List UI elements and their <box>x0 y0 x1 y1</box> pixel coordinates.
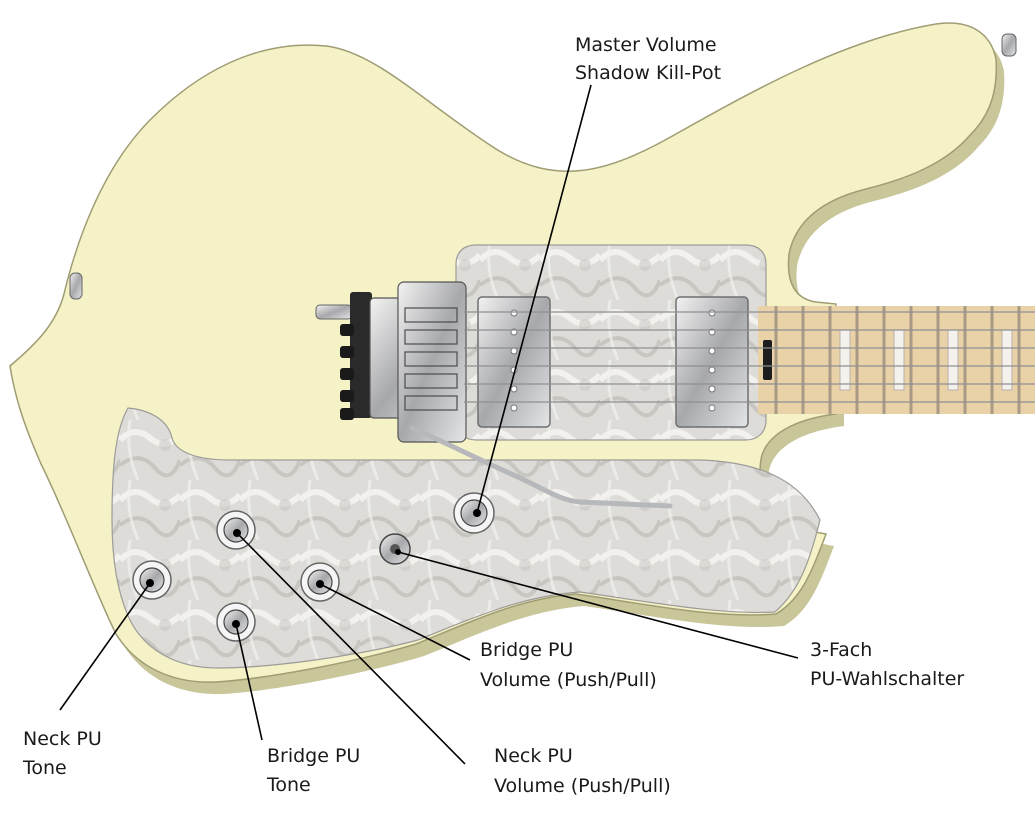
bridge-pickup <box>477 296 551 428</box>
neck-pickup <box>675 296 749 428</box>
tremolo-arm <box>409 425 673 509</box>
fretboard <box>758 306 1035 414</box>
neck-pocket-slot <box>763 340 772 380</box>
leader-line-neck-pu-volume <box>236 532 466 765</box>
lower-pickguard <box>111 407 821 669</box>
leader-line-neck-pu-tone <box>59 582 151 711</box>
strap-button-left <box>69 272 83 300</box>
leader-line-bridge-pu-tone <box>235 623 263 741</box>
leader-line-bridge-pu-volume <box>319 583 471 661</box>
leader-line-pickup-selector <box>397 551 799 659</box>
label-neck-pu-volume-line2: Volume (Push/Pull) <box>494 775 671 797</box>
label-neck-pu-tone-line2: Tone <box>22 757 67 779</box>
strap-button-top <box>1001 33 1017 57</box>
label-bridge-pu-volume-line1: Bridge PU <box>480 639 573 661</box>
label-pickup-selector-line1: 3-Fach <box>810 639 872 661</box>
label-neck-pu-tone-line1: Neck PU <box>23 728 102 750</box>
tremolo-bridge <box>315 281 467 443</box>
label-master-volume-line2: Shadow Kill-Pot <box>575 62 721 84</box>
label-bridge-pu-tone-line1: Bridge PU <box>267 745 360 767</box>
label-bridge-pu-tone-line2: Tone <box>266 774 311 796</box>
label-neck-pu-volume-line1: Neck PU <box>494 745 573 767</box>
strings <box>464 311 1035 403</box>
label-bridge-pu-volume-line2: Volume (Push/Pull) <box>480 669 657 691</box>
label-master-volume-line1: Master Volume <box>575 34 717 56</box>
label-pickup-selector-line2: PU-Wahlschalter <box>810 668 964 690</box>
switch-pickup-selector <box>379 533 411 565</box>
leader-line-master-volume <box>476 84 592 514</box>
